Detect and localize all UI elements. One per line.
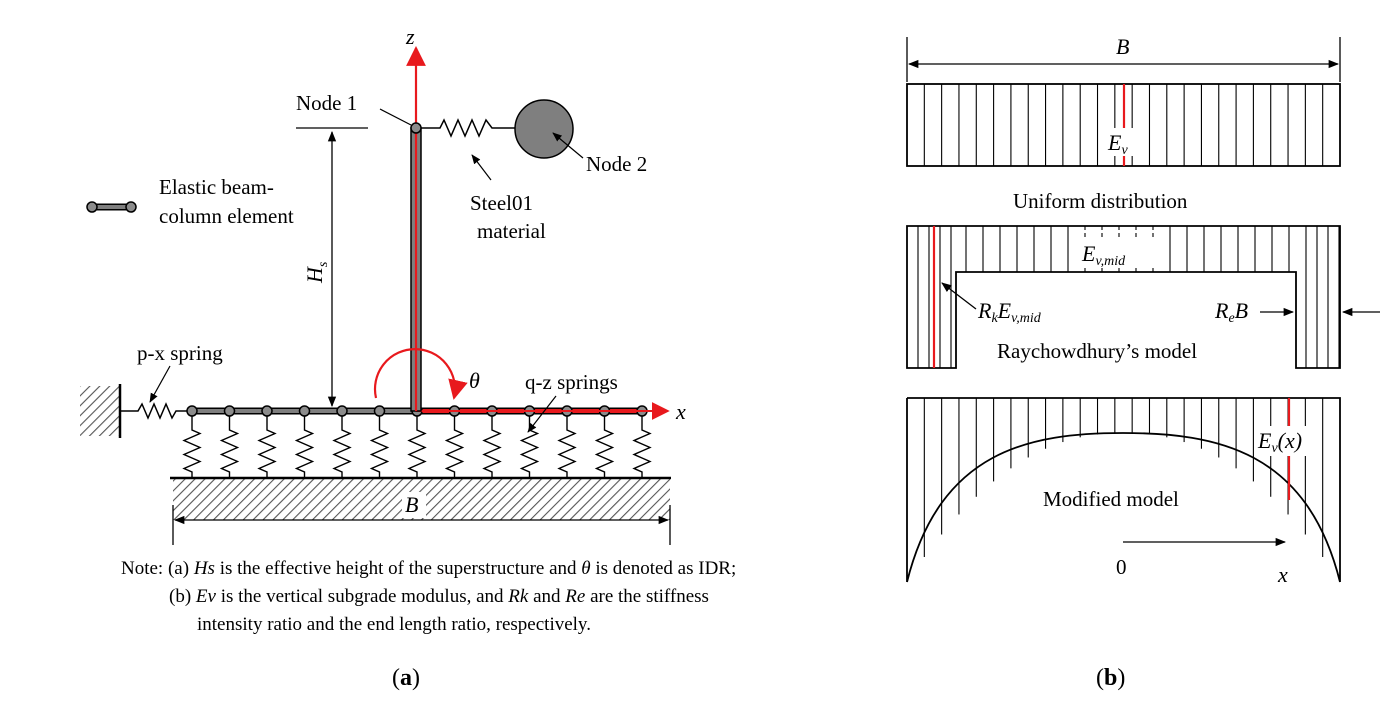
beam-node (373, 405, 386, 417)
caption-b: (b) (1096, 665, 1125, 691)
beam-node (261, 405, 273, 417)
modified-lines (923, 398, 1324, 558)
raych-caption-bg (994, 336, 1254, 366)
beam-node (336, 405, 348, 417)
note-line-2: (b) Ev is the vertical subgrade modulus,… (169, 586, 709, 607)
ev-label: Ev (1107, 130, 1128, 158)
px-spring-label: p-x spring (137, 341, 223, 365)
evx-label: Ev(x) (1257, 428, 1302, 456)
qz-spring (594, 416, 615, 478)
note-line-1: Note: (a) Hs is the effective height of … (121, 558, 736, 579)
qz-springs-label: q-z springs (525, 370, 618, 394)
svg-text:Hs: Hs (302, 261, 331, 284)
beam-node (186, 405, 198, 417)
x-axis-label: x (675, 399, 686, 424)
theta-label: θ (469, 368, 480, 393)
rk-leader (941, 282, 977, 310)
node-2-mass (514, 99, 574, 159)
qz-spring (519, 416, 540, 478)
qz-spring (369, 416, 390, 478)
qz-spring (219, 416, 240, 478)
ev-label-bg (1106, 128, 1142, 156)
node2-label: Node 2 (586, 152, 647, 176)
qz-spring (632, 416, 652, 478)
qz-spring (294, 416, 315, 478)
qz-springs (182, 416, 652, 478)
beam-node (223, 405, 236, 417)
steel-leader (471, 154, 492, 181)
qz-spring (332, 416, 352, 478)
panel-a: x z Node 1 Node 2 Steel01 material Elast… (80, 24, 736, 691)
b-b-label: B (1116, 34, 1129, 59)
qz-spring (444, 416, 465, 478)
legend-text-line1: Elastic beam- (159, 175, 274, 199)
legend-text-line2: column element (159, 204, 294, 228)
panel-b: B Ev Uniform distribution Ev,mid RkEv,mi… (906, 34, 1380, 691)
qz-spring (407, 416, 427, 478)
uniform-lines (923, 84, 1324, 166)
theta-rotation-arrow (373, 348, 468, 400)
a-b-label-bg (402, 492, 426, 518)
fixed-wall (80, 386, 120, 436)
node1-leader (379, 108, 412, 126)
modified-x-label: x (1277, 562, 1288, 587)
hs-label: Hs (302, 261, 331, 284)
qz-spring (482, 416, 502, 478)
legend-node-left (86, 201, 98, 213)
qz-springs-leader (527, 395, 557, 433)
a-b-label: B (405, 492, 418, 517)
node2-leader (552, 132, 584, 159)
px-spring (120, 402, 192, 420)
z-axis-label: z (405, 24, 415, 49)
modified-outline (906, 397, 1341, 583)
beam-node (298, 405, 311, 417)
origin-label: 0 (1116, 555, 1127, 579)
qz-spring (182, 416, 202, 478)
evmid-label: Ev,mid (1081, 241, 1126, 269)
modified-caption: Modified model (1043, 487, 1179, 511)
caption-a: (a) (392, 665, 420, 691)
note-line-3: intensity ratio and the end length ratio… (197, 614, 591, 635)
evmid-label-bg (1080, 240, 1164, 268)
px-spring-leader (149, 365, 171, 403)
legend-node-right (125, 201, 137, 213)
rk-label: RkEv,mid (977, 298, 1042, 326)
evx-label-bg (1256, 426, 1314, 456)
steel01-spring (421, 118, 516, 138)
re-label: ReB (1214, 298, 1248, 326)
qz-spring (257, 416, 277, 478)
steel-label-line1: Steel01 (470, 191, 533, 215)
node-1 (410, 122, 422, 134)
qz-spring (557, 416, 577, 478)
raych-caption: Raychowdhury’s model (997, 339, 1197, 363)
raych-outline (906, 225, 1341, 369)
steel-label-line2: material (477, 219, 546, 243)
uniform-caption: Uniform distribution (1013, 189, 1188, 213)
node1-label: Node 1 (296, 91, 357, 115)
